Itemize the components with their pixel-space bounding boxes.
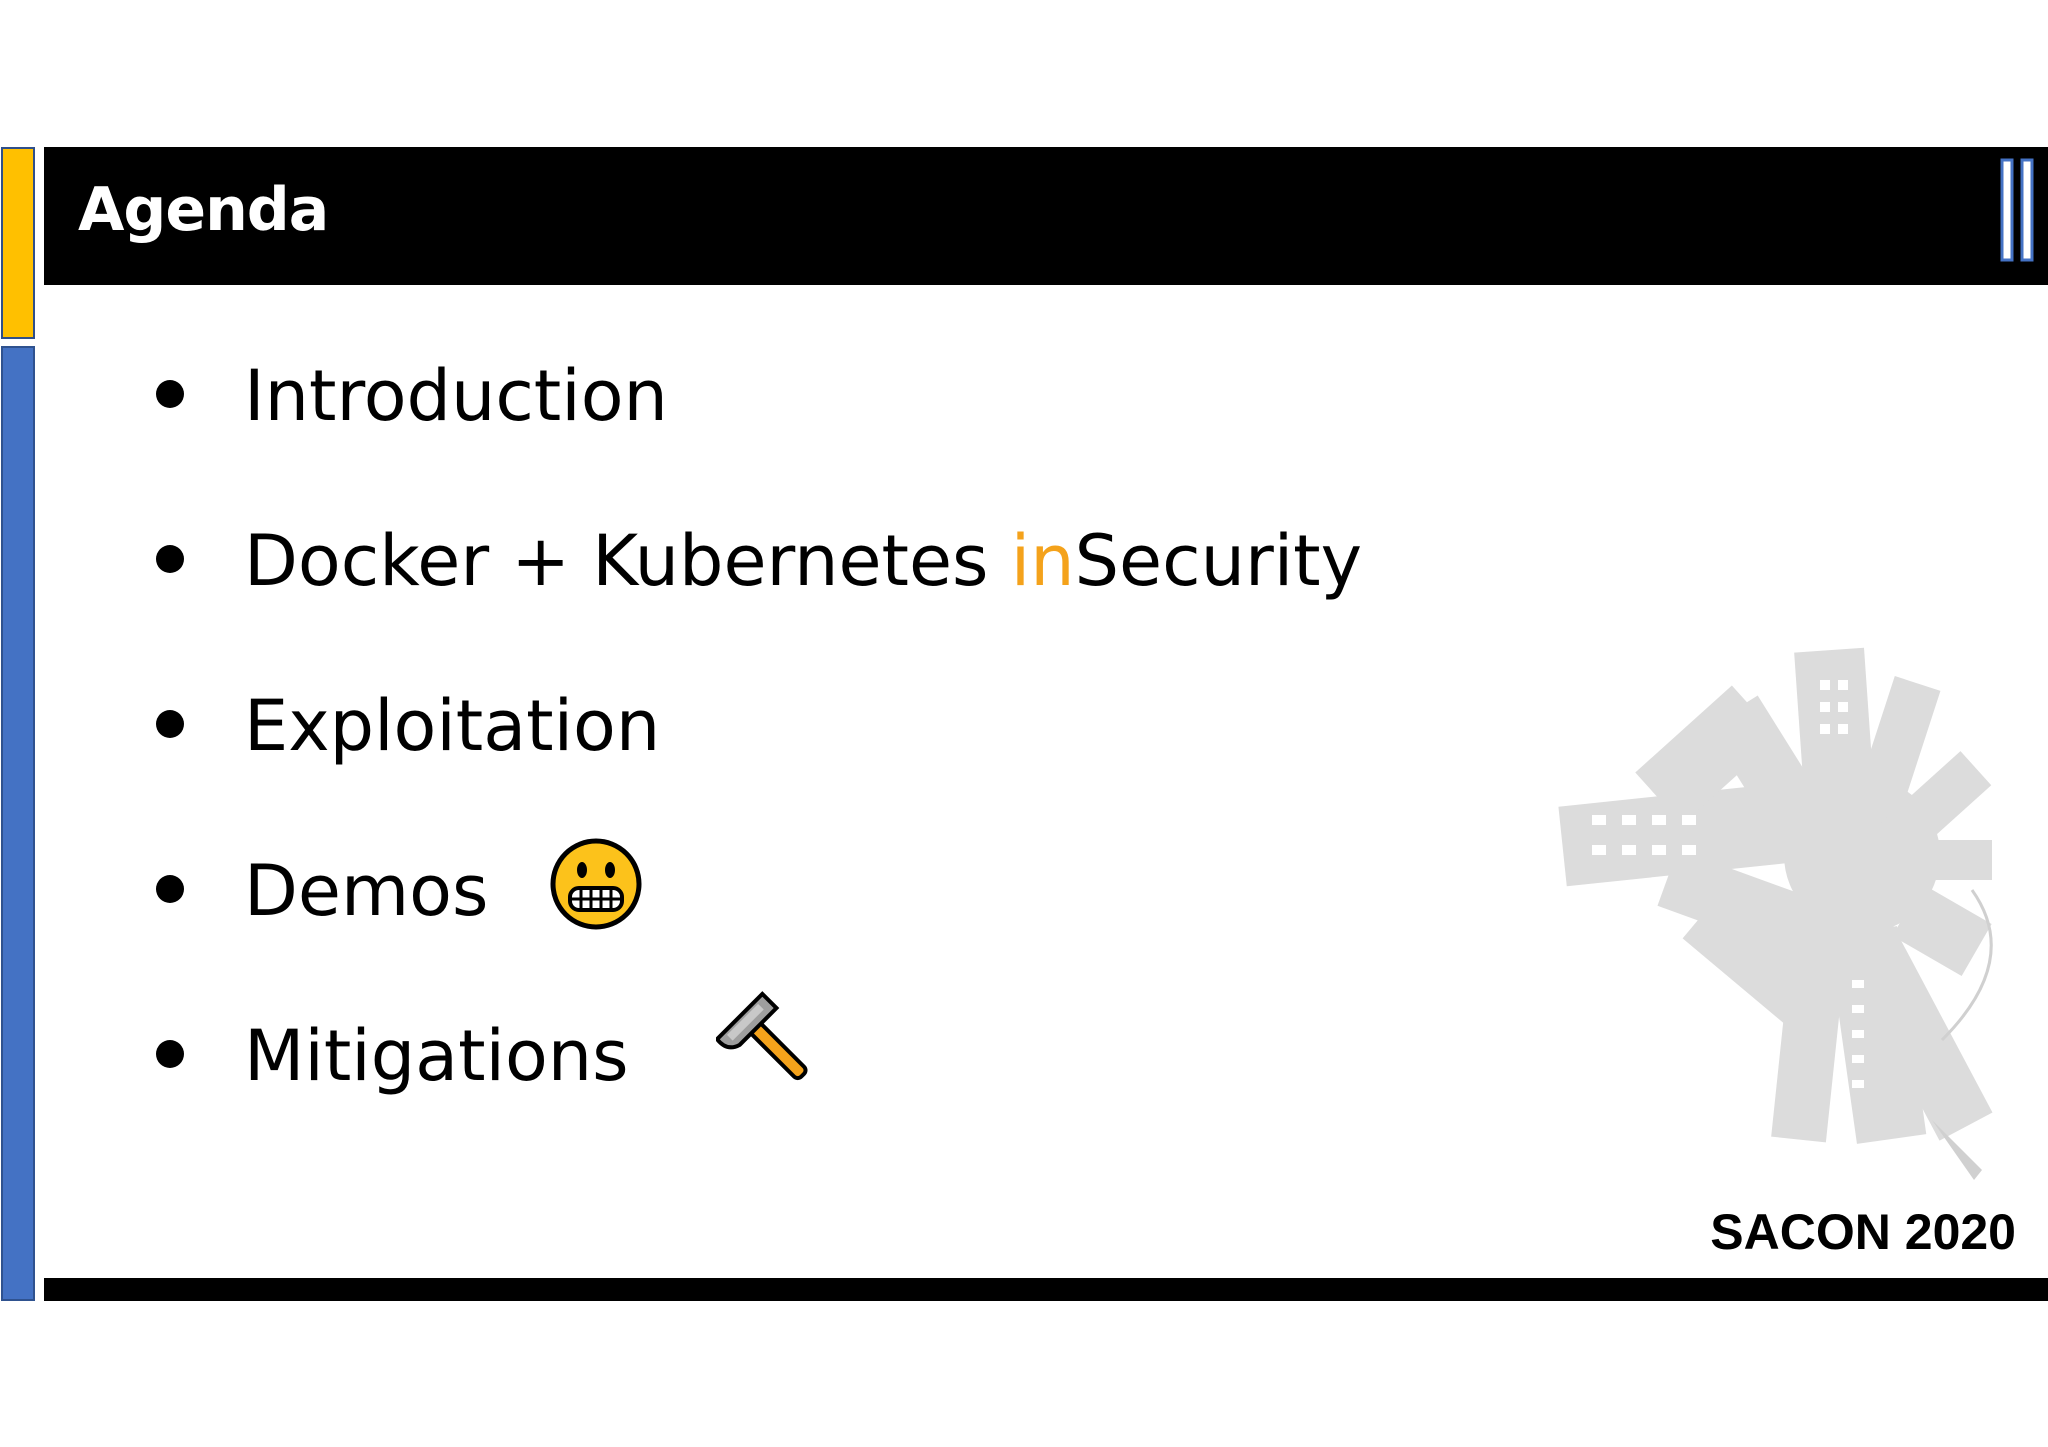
bullet-dot-icon — [156, 710, 184, 738]
accent-bar-yellow — [1, 147, 35, 339]
list-item: Docker + Kubernetes inSecurity — [148, 511, 1448, 611]
list-item: Exploitation — [148, 676, 1448, 776]
bullet-dot-icon — [156, 875, 184, 903]
bullet-text-after: Security — [1074, 520, 1363, 602]
footer-bar — [44, 1278, 2048, 1301]
list-item: Demos — [148, 841, 1448, 941]
list-item: Introduction — [148, 346, 1448, 446]
hammer-icon — [716, 991, 808, 1081]
bullet-text-highlight: in — [1010, 520, 1075, 602]
title-bar — [44, 147, 2048, 285]
city-watermark-icon — [1558, 647, 1993, 1180]
bullet-dot-icon — [156, 1040, 184, 1068]
bullet-dot-icon — [156, 380, 184, 408]
bullet-dot-icon — [156, 545, 184, 573]
bullet-text: Introduction — [244, 355, 668, 437]
slide-title: Agenda — [78, 175, 329, 245]
bullet-text: Demos — [244, 850, 489, 932]
grinning-face-icon — [550, 838, 642, 930]
bullet-text: Exploitation — [244, 685, 661, 767]
bullet-text: Mitigations — [244, 1015, 629, 1097]
accent-bar-blue — [1, 346, 35, 1301]
list-item: Mitigations — [148, 1006, 1448, 1106]
bullet-text: Docker + Kubernetes inSecurity — [244, 511, 1362, 611]
logo-mark-icon — [2000, 158, 2034, 262]
footer-label: SACON 2020 — [1710, 1204, 2016, 1260]
bullet-text-before: Docker + Kubernetes — [244, 520, 1011, 602]
